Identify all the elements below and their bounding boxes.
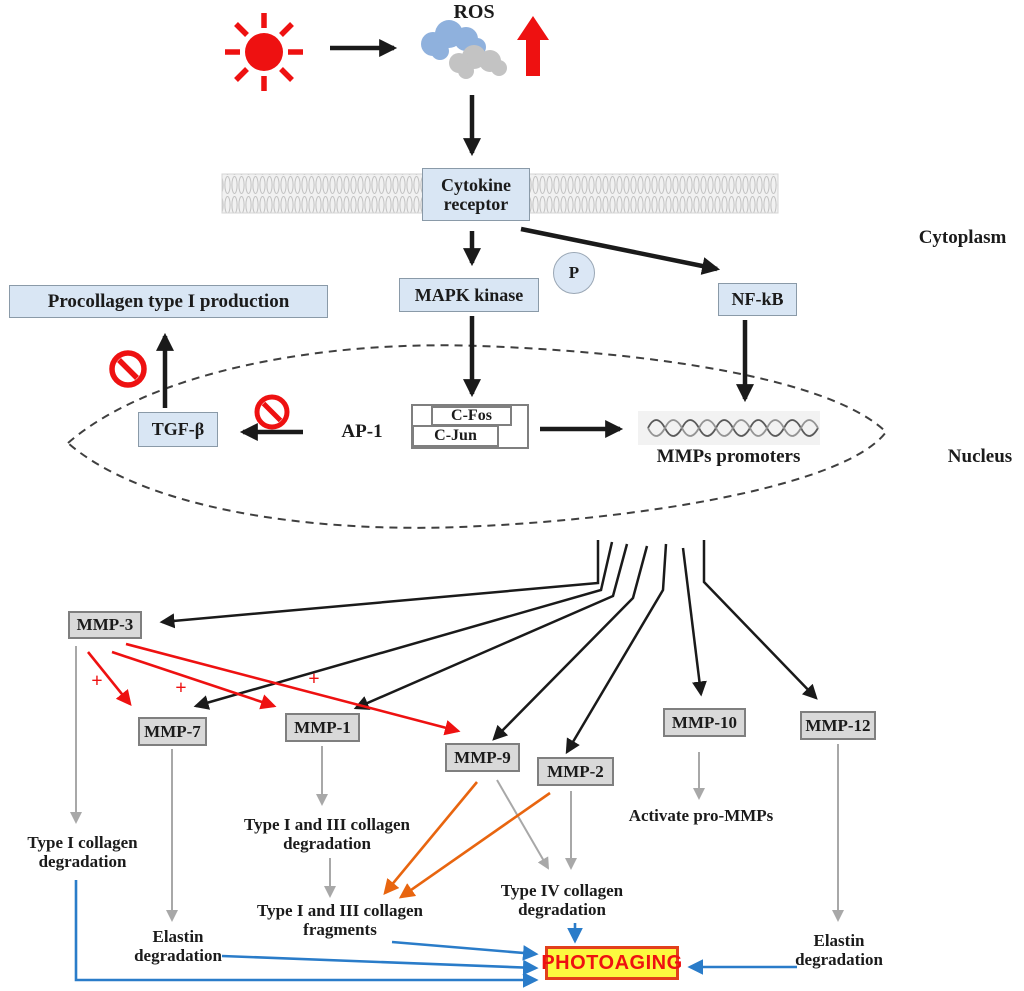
procollagen-node: Procollagen type I production [9, 285, 328, 318]
increase-arrow-icon [517, 16, 549, 76]
ros-clouds-icon [421, 20, 507, 79]
mmp9-node: MMP-9 [445, 743, 520, 772]
degradation-arrows [70, 646, 844, 922]
cytoplasm-label: Cytoplasm [918, 227, 1007, 248]
photoaging-node: PHOTOAGING [541, 946, 682, 980]
mmp3-activation-arrows [86, 642, 461, 736]
dna-helix-icon [638, 411, 820, 445]
nucleus-outline [66, 344, 888, 529]
elastin-degradation-left-label: Elastin degradation [134, 927, 222, 966]
type1-3-collagen-fragments-label: Type I and III collagen fragments [257, 901, 423, 940]
cfos-node: C-Fos [431, 406, 512, 426]
cjun-node: C-Jun [412, 425, 499, 447]
type1-3-collagen-degradation-label: Type I and III collagen degradation [244, 815, 410, 854]
sun-icon [225, 13, 303, 91]
mmp10-node: MMP-10 [663, 708, 746, 737]
plus-sign-mmp7: + [91, 670, 103, 692]
nfkb-node: NF-kB [718, 283, 797, 316]
fragment-arrows [383, 781, 551, 899]
mmps-promoters-label: MMPs promoters [656, 446, 801, 467]
ros-label: ROS [453, 1, 495, 23]
inhibit-icon-procollagen [109, 350, 147, 388]
mmp2-node: MMP-2 [537, 757, 614, 786]
ap1-label: AP-1 [341, 421, 383, 442]
phosphorylation-badge: P [553, 252, 595, 294]
tgfb-node: TGF-β [138, 412, 218, 447]
mmp-induction-arrows [159, 540, 818, 755]
type1-collagen-degradation-label: Type I collagen degradation [27, 833, 138, 872]
plus-sign-mmp9: + [308, 668, 320, 690]
signal-arrows [156, 39, 754, 441]
cytokine-receptor-node: Cytokine receptor [422, 168, 530, 221]
photoaging-arrows [74, 880, 797, 988]
mapk-kinase-node: MAPK kinase [399, 278, 539, 312]
mmp12-node: MMP-12 [800, 711, 876, 740]
plus-sign-mmp1: + [175, 677, 187, 699]
activate-pro-mmps-label: Activate pro-MMPs [628, 806, 774, 825]
mmp3-node: MMP-3 [68, 611, 142, 639]
type4-collagen-degradation-label: Type IV collagen degradation [500, 881, 624, 920]
mmp1-node: MMP-1 [285, 713, 360, 742]
elastin-degradation-right-label: Elastin degradation [795, 931, 883, 970]
mmp7-node: MMP-7 [138, 717, 207, 746]
inhibit-icon-tgfb [254, 394, 290, 430]
nucleus-label: Nucleus [947, 446, 1013, 467]
